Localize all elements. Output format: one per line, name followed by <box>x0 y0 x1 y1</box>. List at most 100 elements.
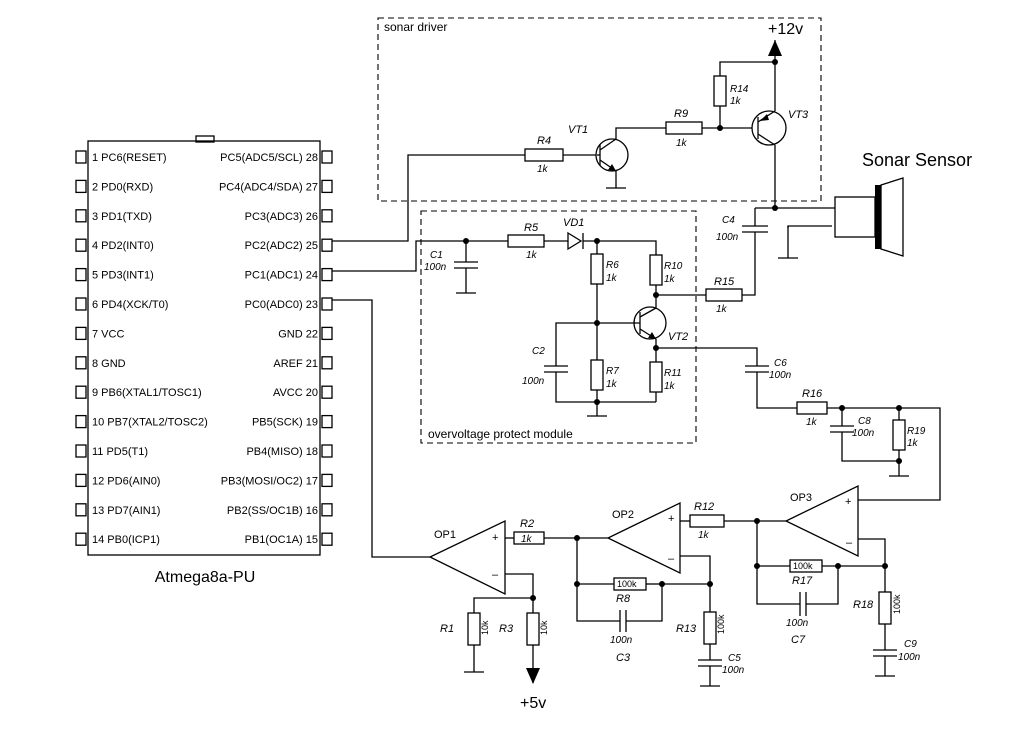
value-r9: 1k <box>676 138 688 149</box>
value-c5: 100n <box>722 665 745 676</box>
overvoltage-module: overvoltage protect module C1 100n R5 1k… <box>420 210 756 444</box>
label-vt2: VT2 <box>668 331 688 343</box>
label-op2: OP2 <box>612 509 634 521</box>
diode-vd1 <box>567 231 583 251</box>
label-r14: R14 <box>730 84 749 95</box>
resistor-r14 <box>713 75 727 107</box>
value-r1: 10k <box>480 620 490 635</box>
chip-pin-left <box>75 297 87 311</box>
sonar-sensor: Sonar Sensor C4 100n <box>716 150 972 259</box>
label-c2: C2 <box>532 346 545 357</box>
value-r12: 1k <box>698 530 710 541</box>
label-r3: R3 <box>499 623 514 635</box>
chip-pin-left-label: 4 PD2(INT0) <box>92 240 154 252</box>
chip-pin-right-label: PC4(ADC4/SDA) 27 <box>219 181 318 193</box>
chip-pin-left-label: 8 GND <box>92 358 126 370</box>
power-5v: +5v <box>520 695 546 712</box>
sonar-sensor-label: Sonar Sensor <box>862 150 972 170</box>
chip-pin-right-label: AREF 21 <box>273 358 318 370</box>
sonar-driver-module: sonar driver R4 1k VT1 R9 1k R14 1k +1 <box>377 17 822 208</box>
value-c6: 100n <box>769 370 792 381</box>
chip-pin-right <box>321 267 333 282</box>
value-c3: 100n <box>610 635 633 646</box>
chip-pin-left-label: 12 PD6(AIN0) <box>92 475 160 487</box>
label-r19: R19 <box>907 426 926 437</box>
chip-pin-left <box>75 356 87 370</box>
chip-pin-left-label: 5 PD3(INT1) <box>92 270 154 282</box>
chip-pin-left <box>75 444 87 458</box>
chip-pin-right <box>321 238 333 252</box>
value-r11: 1k <box>664 381 676 392</box>
value-r4: 1k <box>537 164 549 175</box>
chip-pin-left <box>75 267 87 282</box>
chip-pin-right <box>321 503 333 517</box>
power-12v: +12v <box>768 21 803 38</box>
value-r18: 100k <box>892 594 902 614</box>
resistor-r18 <box>878 591 892 625</box>
chip-pin-left <box>75 326 87 341</box>
value-r3: 10k <box>539 620 549 635</box>
label-r18: R18 <box>853 599 874 611</box>
label-op1: OP1 <box>434 529 456 541</box>
label-r9: R9 <box>674 108 688 120</box>
chip-pin-left <box>75 414 87 429</box>
chip-pin-right-label: PC2(ADC2) 25 <box>245 240 318 252</box>
value-c1: 100n <box>424 262 447 273</box>
op2-minus: – <box>668 553 675 565</box>
label-c8: C8 <box>858 416 871 427</box>
label-r13: R13 <box>676 623 697 635</box>
chip-pin-right <box>321 209 333 223</box>
resistor-r1 <box>467 612 481 646</box>
label-c3: C3 <box>616 652 631 664</box>
label-vt1: VT1 <box>568 124 588 136</box>
chip-pin-right-label: GND 22 <box>278 328 318 340</box>
op2-plus: + <box>668 513 674 525</box>
resistor-r4 <box>524 148 564 162</box>
resistor-r10 <box>649 254 663 286</box>
label-r4: R4 <box>537 135 551 147</box>
value-r7: 1k <box>606 379 618 390</box>
label-vd1: VD1 <box>563 217 584 229</box>
resistor-r11 <box>649 361 663 393</box>
op3-plus: + <box>845 496 851 508</box>
resistor-r19 <box>892 419 906 451</box>
value-r6: 1k <box>606 273 618 284</box>
resistor-r9 <box>665 121 703 135</box>
label-vt3: VT3 <box>788 109 809 121</box>
chip-body <box>87 140 321 556</box>
resistor-r15 <box>705 288 743 302</box>
sonar-driver-box <box>377 17 822 202</box>
label-op3: OP3 <box>790 492 812 504</box>
chip-pin-left <box>75 238 87 252</box>
label-c1: C1 <box>430 250 443 261</box>
sonar-driver-label: sonar driver <box>384 20 447 34</box>
op3-minus: – <box>846 537 853 549</box>
chip-name: Atmega8a-PU <box>155 569 256 586</box>
value-r2: 1k <box>521 534 533 545</box>
resistor-r6 <box>590 253 604 285</box>
label-r15: R15 <box>714 276 735 288</box>
chip-pin-right-label: AVCC 20 <box>273 387 318 399</box>
chip-pin-left-label: 14 PB0(ICP1) <box>92 534 160 546</box>
chip-pin-right-label: PC3(ADC3) 26 <box>245 211 318 223</box>
overvoltage-label: overvoltage protect module <box>428 427 573 441</box>
sonar-body <box>834 196 876 238</box>
chip-notch <box>195 135 215 143</box>
chip-pin-left-label: 9 PB6(XTAL1/TOSC1) <box>92 387 202 399</box>
label-r6: R6 <box>606 260 619 271</box>
chip-pin-right <box>321 179 333 194</box>
value-r17: 100k <box>793 561 813 571</box>
chip-pin-right <box>321 150 333 164</box>
label-r8: R8 <box>616 593 631 605</box>
filter-section: C6 100n R16 1k C8 100n R19 1k <box>656 347 941 501</box>
chip-pin-right <box>321 356 333 370</box>
opamp-op1: OP1 + – R2 1k 10k R1 10k R3 +5v <box>428 518 608 712</box>
label-r7: R7 <box>606 366 619 377</box>
chip-pin-left <box>75 179 87 194</box>
chip-pin-right <box>321 473 333 488</box>
label-c4: C4 <box>722 215 735 226</box>
chip-pin-left-label: 1 PC6(RESET) <box>92 152 167 164</box>
value-r19: 1k <box>907 438 919 449</box>
chip-pin-right-label: PB2(SS/OC1B) 16 <box>227 505 318 517</box>
label-c9: C9 <box>904 639 917 650</box>
